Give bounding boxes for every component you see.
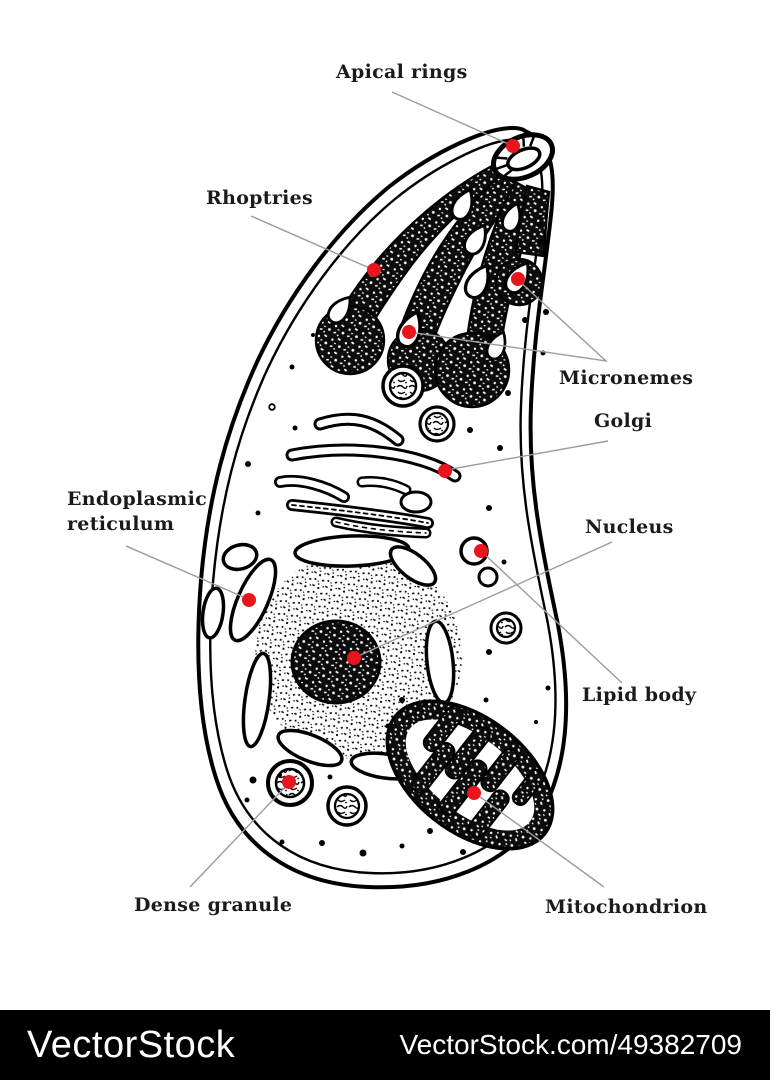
leader-golgi (445, 440, 609, 471)
cell-illustration (125, 91, 623, 890)
leader-dense-granule (189, 782, 290, 888)
label-micronemes: Micronemes (559, 367, 694, 389)
mitochondrion (385, 699, 555, 851)
leader-er (125, 545, 249, 600)
marker-microneme-right (511, 272, 525, 286)
watermark-brand: VectorStock (27, 1023, 236, 1066)
label-lipid-body: Lipid body (582, 684, 697, 706)
nucleolus (290, 619, 382, 705)
apical-vesicles (381, 364, 456, 443)
label-dense-granule: Dense granule (134, 894, 293, 916)
marker-er (242, 593, 256, 607)
label-endoplasmic-reticulum: Endoplasmic reticulum (67, 488, 207, 536)
marker-golgi (438, 464, 452, 478)
leader-lipid-body (481, 551, 623, 684)
label-golgi: Golgi (594, 410, 653, 432)
cristae (410, 705, 545, 838)
label-apical-rings: Apical rings (336, 61, 468, 83)
cytoplasm-granules (244, 222, 551, 857)
marker-microneme-left (402, 325, 416, 339)
label-nucleus: Nucleus (585, 516, 674, 538)
marker-dots (242, 139, 525, 800)
leader-micronemes (408, 279, 609, 363)
marker-lipid-body (474, 544, 488, 558)
watermark-bar: VectorStock VectorStock.com/49382709 (0, 1010, 770, 1080)
leader-apical-rings (391, 91, 514, 147)
marker-nucleus (347, 651, 361, 665)
leader-rhoptries (250, 215, 375, 271)
leader-lines (125, 91, 623, 888)
label-rhoptries: Rhoptries (206, 187, 314, 209)
label-mitochondrion: Mitochondrion (545, 896, 708, 918)
marker-apical-rings (506, 139, 520, 153)
leader-mitochondrion (475, 793, 605, 888)
marker-dense-granule (282, 775, 296, 789)
leader-nucleus (355, 541, 613, 658)
marker-rhoptries (367, 263, 381, 277)
marker-mitochondrion (467, 786, 481, 800)
watermark-site-ref: VectorStock.com/49382709 (399, 1029, 742, 1060)
